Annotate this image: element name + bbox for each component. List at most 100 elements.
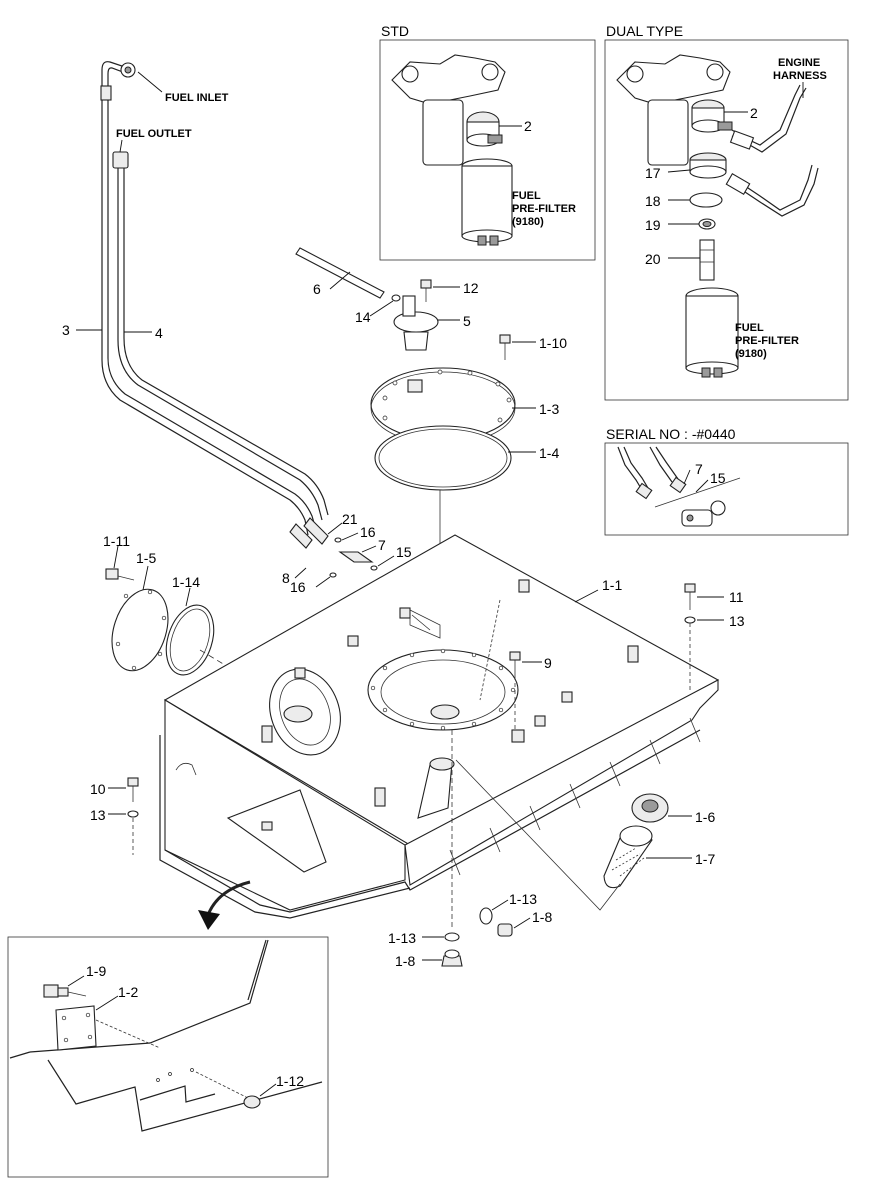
callout-2-dual: 2 bbox=[750, 105, 758, 121]
callout-1-11: 1-11 bbox=[103, 533, 130, 549]
plate-1-2 bbox=[55, 1005, 97, 1051]
filler-assembly: 1-6 1-7 bbox=[455, 759, 715, 911]
callout-1-13-b: 1-13 bbox=[388, 930, 416, 946]
callout-5: 5 bbox=[463, 313, 471, 329]
hose-6 bbox=[295, 247, 385, 299]
callout-1-4: 1-4 bbox=[539, 445, 559, 461]
bolt-10 bbox=[127, 777, 139, 787]
dual-filter-label-1: FUEL bbox=[735, 322, 764, 334]
callout-1-12: 1-12 bbox=[276, 1073, 304, 1089]
callout-1-13-a: 1-13 bbox=[509, 891, 537, 907]
callout-12: 12 bbox=[463, 280, 479, 296]
serial-detail-box: SERIAL NO : -#0440 7 15 bbox=[604, 426, 849, 536]
connector-7 bbox=[338, 551, 374, 563]
serial-connector-block bbox=[681, 509, 713, 527]
callout-15: 15 bbox=[396, 544, 412, 560]
fuel-outlet-fitting bbox=[112, 151, 129, 169]
fuel-tank-1-1: 1-1 bbox=[159, 534, 720, 919]
callout-20: 20 bbox=[645, 251, 661, 267]
washer-13 bbox=[684, 616, 696, 624]
seal-1-13 bbox=[479, 907, 493, 925]
fuel-lines bbox=[100, 61, 329, 549]
callout-1-2: 1-2 bbox=[118, 984, 138, 1000]
harness-label-1: ENGINE bbox=[778, 57, 820, 69]
drain-plug-1-8 bbox=[497, 923, 513, 937]
tank-bolts: 11 13 9 bbox=[509, 583, 745, 730]
callout-13-a: 13 bbox=[729, 613, 745, 629]
fuel-inlet-label: FUEL INLET bbox=[165, 92, 229, 104]
callout-3: 3 bbox=[62, 322, 70, 338]
gasket-1-4 bbox=[374, 425, 512, 491]
callout-15-serial: 15 bbox=[710, 470, 726, 486]
adapter-20 bbox=[699, 239, 715, 281]
callout-1-7: 1-7 bbox=[695, 851, 715, 867]
seal-1-13-bottom bbox=[444, 932, 460, 942]
callout-19: 19 bbox=[645, 217, 661, 233]
serial-box-title: SERIAL NO : -#0440 bbox=[606, 426, 736, 442]
callout-7: 7 bbox=[378, 537, 386, 553]
callout-1-1: 1-1 bbox=[602, 577, 622, 593]
nut-1-12 bbox=[243, 1095, 261, 1109]
callout-1-5: 1-5 bbox=[136, 550, 156, 566]
callout-1-14: 1-14 bbox=[172, 574, 200, 590]
dual-filter-label-2: PRE-FILTER bbox=[735, 335, 799, 347]
callout-16-a: 16 bbox=[360, 524, 376, 540]
hose-end-fitting-21 bbox=[303, 517, 329, 545]
callout-1-10: 1-10 bbox=[539, 335, 567, 351]
callout-14: 14 bbox=[355, 309, 371, 325]
drain-plugs: 1-13 1-8 1-13 1-8 bbox=[388, 730, 552, 969]
curved-arrow-down-icon bbox=[198, 880, 251, 930]
fuel-pre-filter-dual bbox=[685, 295, 739, 369]
callout-16-b: 16 bbox=[290, 579, 306, 595]
std-filter-label-1: FUEL bbox=[512, 190, 541, 202]
dual-box-title: DUAL TYPE bbox=[606, 23, 683, 39]
callout-2-std: 2 bbox=[524, 118, 532, 134]
callout-4: 4 bbox=[155, 325, 163, 341]
callout-21: 21 bbox=[342, 511, 358, 527]
std-filter-label-3: (9180) bbox=[512, 216, 544, 228]
bolt-1-9 bbox=[43, 984, 59, 998]
harness-label-2: HARNESS bbox=[773, 70, 827, 82]
hose-end-fitting-8 bbox=[289, 523, 313, 549]
primary-filter-element bbox=[422, 99, 464, 166]
callout-17: 17 bbox=[645, 165, 661, 181]
detail-box: 1-9 1-2 1-12 bbox=[7, 936, 329, 1178]
callout-1-6: 1-6 bbox=[695, 809, 715, 825]
callout-18: 18 bbox=[645, 193, 661, 209]
callout-10: 10 bbox=[90, 781, 106, 797]
left-bolts: 10 13 bbox=[90, 777, 139, 855]
callout-9: 9 bbox=[544, 655, 552, 671]
std-box-title: STD bbox=[381, 23, 409, 39]
callout-1-8-b: 1-8 bbox=[395, 953, 415, 969]
tank-mount-bracket bbox=[226, 789, 327, 873]
suction-pipe-5 bbox=[393, 311, 439, 333]
o-ring-18 bbox=[689, 192, 723, 208]
o-ring-16 bbox=[334, 537, 342, 543]
fuel-outlet-label: FUEL OUTLET bbox=[116, 128, 192, 140]
o-ring-15 bbox=[370, 565, 378, 571]
fuel-pre-filter-std bbox=[461, 165, 513, 237]
callout-13-b: 13 bbox=[90, 807, 106, 823]
callout-1-3: 1-3 bbox=[539, 401, 559, 417]
bolt-11 bbox=[684, 583, 696, 593]
top-cover-assembly: 6 14 12 5 1-10 1-3 bbox=[295, 247, 567, 690]
bolt-12 bbox=[420, 279, 432, 289]
callout-11: 11 bbox=[729, 589, 744, 605]
o-ring-14 bbox=[391, 294, 401, 302]
washer-13-left bbox=[127, 810, 139, 818]
std-filter-label-2: PRE-FILTER bbox=[512, 203, 576, 215]
std-filter-box: STD 2 FUEL PRE-FILTER (9180) bbox=[379, 23, 596, 261]
dual-type-filter-box: DUAL TYPE 2 ENGINE HARNESS 17 18 bbox=[604, 23, 849, 401]
bolt-1-11 bbox=[105, 568, 119, 580]
fuel-inlet-clamp bbox=[100, 85, 112, 101]
callout-8: 8 bbox=[282, 570, 290, 586]
bolt-9 bbox=[509, 651, 521, 661]
callout-1-9: 1-9 bbox=[86, 963, 106, 979]
callout-1-8-a: 1-8 bbox=[532, 909, 552, 925]
callout-7-serial: 7 bbox=[695, 461, 703, 477]
dual-filter-label-3: (9180) bbox=[735, 348, 767, 360]
side-cover-1-5 bbox=[111, 588, 169, 672]
callout-6: 6 bbox=[313, 281, 321, 297]
side-cover-assembly: 1-11 1-5 1-14 bbox=[103, 533, 301, 711]
